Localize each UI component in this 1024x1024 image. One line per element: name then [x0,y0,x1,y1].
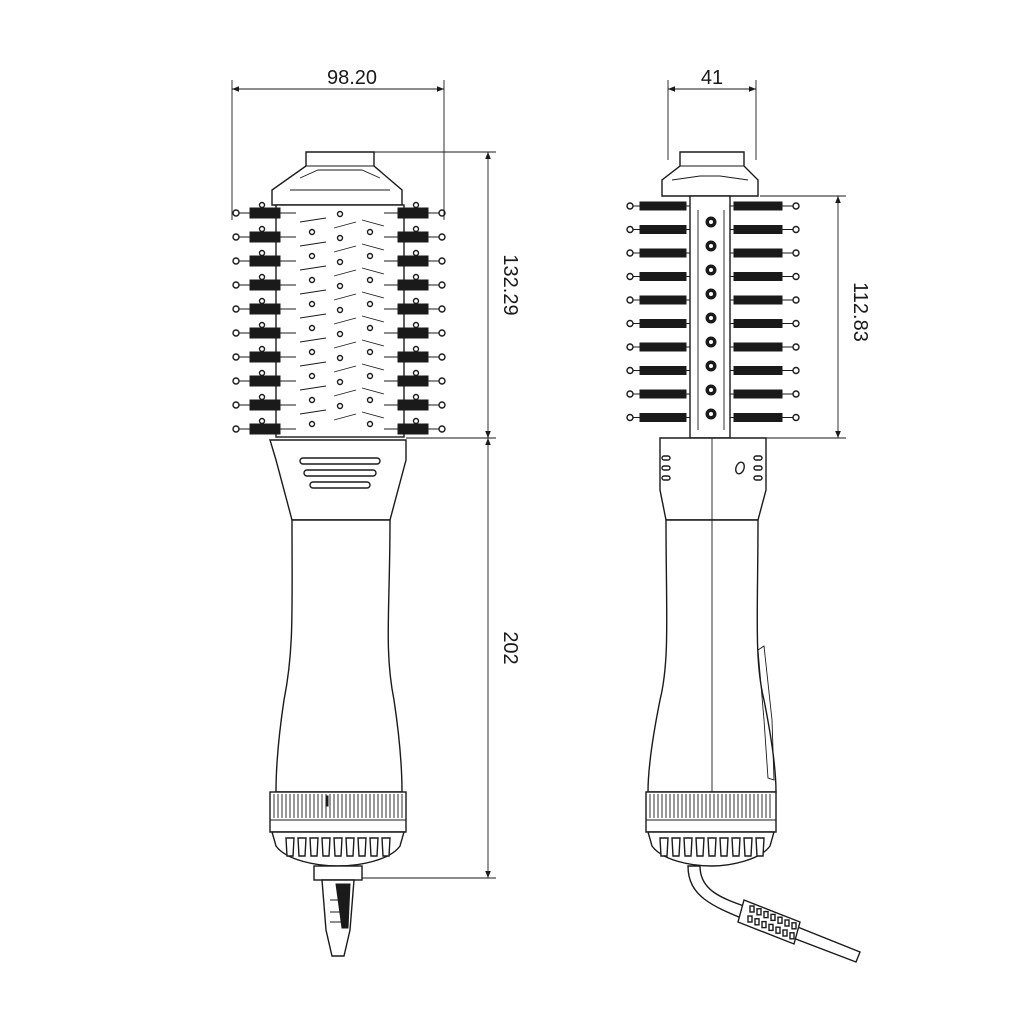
side-neck-marks [661,455,763,481]
side-button-outline [757,645,775,781]
side-bristle-height-label: 112.83 [849,282,871,342]
front-vent-3 [309,481,371,489]
side-neck [659,437,767,521]
side-bristles [626,201,800,422]
front-grip-ring-texture [269,791,407,821]
front-barrel [275,204,405,438]
dimension-lines [231,80,846,879]
side-base-vents [659,837,765,857]
side-width-label: 41 [701,67,723,89]
side-grip-ring [645,791,777,833]
front-handle-height-label: 202 [499,631,521,664]
front-head-height-label: 132.29 [499,254,521,315]
front-vent-2 [303,469,377,477]
front-handle [275,519,403,793]
front-cord-collar [313,865,363,881]
side-cord [687,865,861,963]
front-base-vents [285,837,391,857]
side-center-channel [697,210,725,430]
side-cord-strain-relief [737,899,801,945]
front-view [232,151,446,957]
front-neck [269,439,407,521]
side-view [626,151,861,963]
front-top-cap [271,151,403,206]
side-grip-ring-texture [645,791,777,821]
front-cord-stripes [330,883,351,929]
front-barrel-slots [299,210,385,428]
front-vent-1 [299,457,381,465]
dimension-labels: 98.20 41 132.29 202 112.83 [327,67,871,665]
front-width-label: 98.20 [327,67,377,89]
side-top-cap [661,151,759,197]
front-bristles [232,201,446,435]
